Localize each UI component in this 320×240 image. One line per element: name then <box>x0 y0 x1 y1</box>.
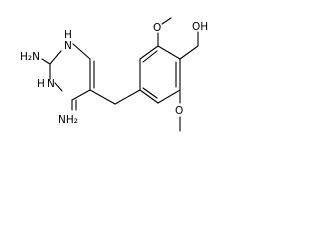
hydroxyl-label: OH <box>192 21 208 33</box>
bond-ar4-ch2oh <box>179 45 199 60</box>
methoxy-oxygen-top-label: O <box>153 22 161 34</box>
bond-ar2-ar3 <box>139 45 159 60</box>
ring-nitrogen-n3-hydrogen-label: H <box>37 78 45 90</box>
ring-nitrogen-n3-label: N <box>47 78 55 90</box>
bond-ch2-aryl <box>114 89 141 105</box>
molecule-structure-diagram: H₂N N H N H NH₂ OH O O <box>20 17 208 132</box>
bond-ar3-ar4 <box>157 45 181 60</box>
bond-c2-nh2 <box>41 58 51 65</box>
amino-label-nh2: NH₂ <box>58 114 78 126</box>
bond-c5-ch2 <box>89 89 116 105</box>
bond-c5-c4 <box>71 89 91 101</box>
ring-nitrogen-n1-hydrogen-label: H <box>64 29 72 41</box>
bond-o-top-ch3 <box>161 17 172 25</box>
bond-c2-n1 <box>49 50 62 65</box>
methoxy-oxygen-bottom-label: O <box>175 105 183 117</box>
bond-c4-n3 <box>54 82 63 92</box>
bond-ar5-ar6 <box>157 89 181 104</box>
bond-n1-c6 <box>72 43 91 60</box>
ring-nitrogen-n1-label: N <box>64 40 72 52</box>
bond-ar2-ar3-inner <box>142 50 158 63</box>
amino-label-h2n: H₂N <box>20 51 40 63</box>
bond-ar6-ar1 <box>139 89 159 104</box>
bond-ar6-ar1-inner <box>142 87 158 99</box>
